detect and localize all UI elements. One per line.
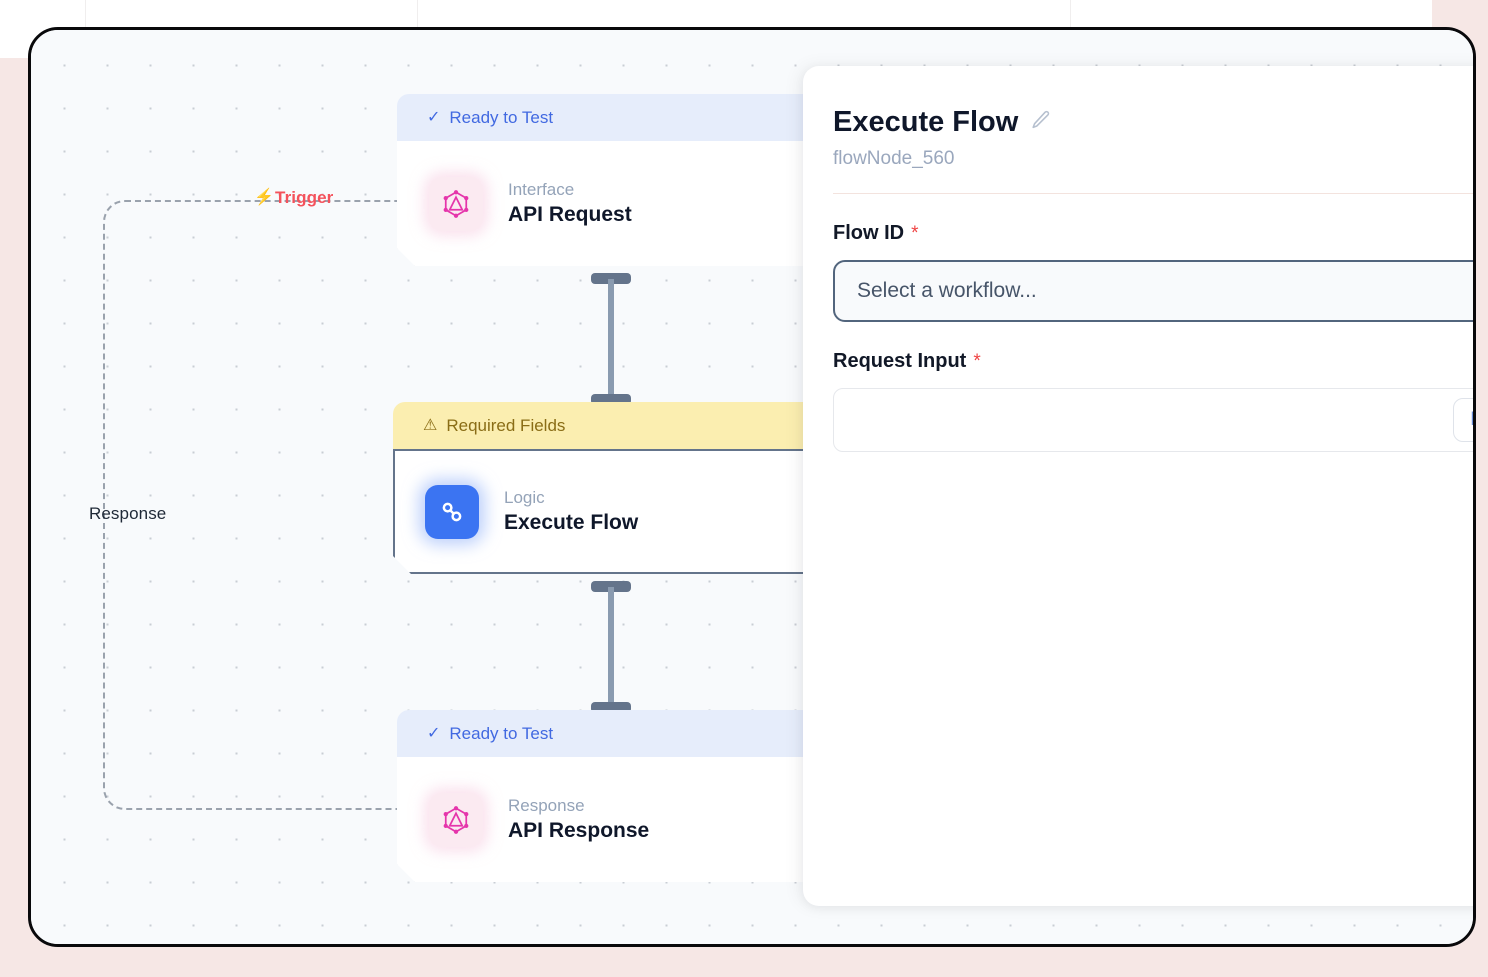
connector-cap-bottom [591, 702, 631, 713]
node-api-request[interactable]: ✓ Ready to Test [397, 94, 823, 266]
field-label: Request Input * [833, 350, 1473, 373]
node-execute-flow[interactable]: ⚠ Required Fields Logic Execute Flow [393, 402, 823, 574]
node-card[interactable]: Interface API Request [397, 141, 823, 266]
flow-id-select-placeholder: Select a workflow... [857, 279, 1037, 302]
field-label-text: Flow ID [833, 222, 905, 244]
node-status-banner: ⚠ Required Fields [393, 402, 823, 449]
graphql-icon [429, 177, 483, 231]
connector-stem [608, 279, 614, 399]
field-label: Flow ID * [833, 222, 1473, 245]
node-card[interactable]: Logic Execute Flow [393, 449, 823, 574]
node-kicker: Interface [508, 179, 575, 199]
node-status-banner: ✓ Ready to Test [397, 94, 823, 141]
node-api-response[interactable]: ✓ Ready to Test [397, 710, 823, 882]
node-detail-panel: Execute Flow flowNode_560 Flow ID * Sele… [803, 66, 1473, 906]
panel-divider [833, 193, 1473, 194]
warning-triangle-icon: ⚠ [423, 416, 438, 434]
node-status-label: Ready to Test [449, 723, 554, 743]
check-icon: ✓ [427, 108, 441, 126]
response-edge-label: Response [89, 504, 167, 523]
app-frame: ⚡ Trigger Response ✓ Ready to Test [28, 27, 1476, 947]
node-status-label: Ready to Test [449, 107, 554, 127]
required-marker: * [973, 351, 981, 372]
required-marker: * [911, 223, 919, 244]
connector-cap-top [591, 273, 631, 284]
page-title: Execute Flow [833, 106, 1019, 138]
field-request-input: Request Input * Edit [833, 350, 1473, 452]
node-title: Execute Flow [504, 511, 639, 535]
lightning-bolt-icon: ⚡ [254, 189, 275, 206]
request-input-field[interactable]: Edit [833, 388, 1473, 452]
node-connector [591, 273, 631, 405]
node-id-label: flowNode_560 [833, 148, 955, 169]
node-title: API Request [508, 203, 632, 227]
node-status-banner: ✓ Ready to Test [397, 710, 823, 757]
node-kicker: Response [508, 795, 585, 815]
request-input-edit-button[interactable]: Edit [1453, 398, 1473, 442]
trigger-edge-label-text: Trigger [275, 188, 334, 207]
node-title: API Response [508, 819, 650, 843]
node-connector [591, 581, 631, 713]
field-flow-id: Flow ID * Select a workflow... [833, 222, 1473, 322]
flow-id-select[interactable]: Select a workflow... [833, 260, 1473, 322]
node-status-label: Required Fields [446, 415, 566, 435]
flow-logic-icon [425, 485, 479, 539]
panel-header: Execute Flow [833, 106, 1473, 138]
connector-cap-bottom [591, 394, 631, 405]
node-kicker: Logic [504, 487, 545, 507]
connector-stem [608, 587, 614, 707]
field-label-text: Request Input [833, 350, 967, 372]
trigger-response-loop-edge [103, 200, 403, 810]
check-icon: ✓ [427, 724, 441, 742]
pencil-icon[interactable] [1030, 109, 1052, 136]
trigger-edge-label: ⚡ Trigger [254, 188, 333, 208]
connector-cap-top [591, 581, 631, 592]
node-card[interactable]: Response API Response [397, 757, 823, 882]
graphql-icon [429, 793, 483, 847]
